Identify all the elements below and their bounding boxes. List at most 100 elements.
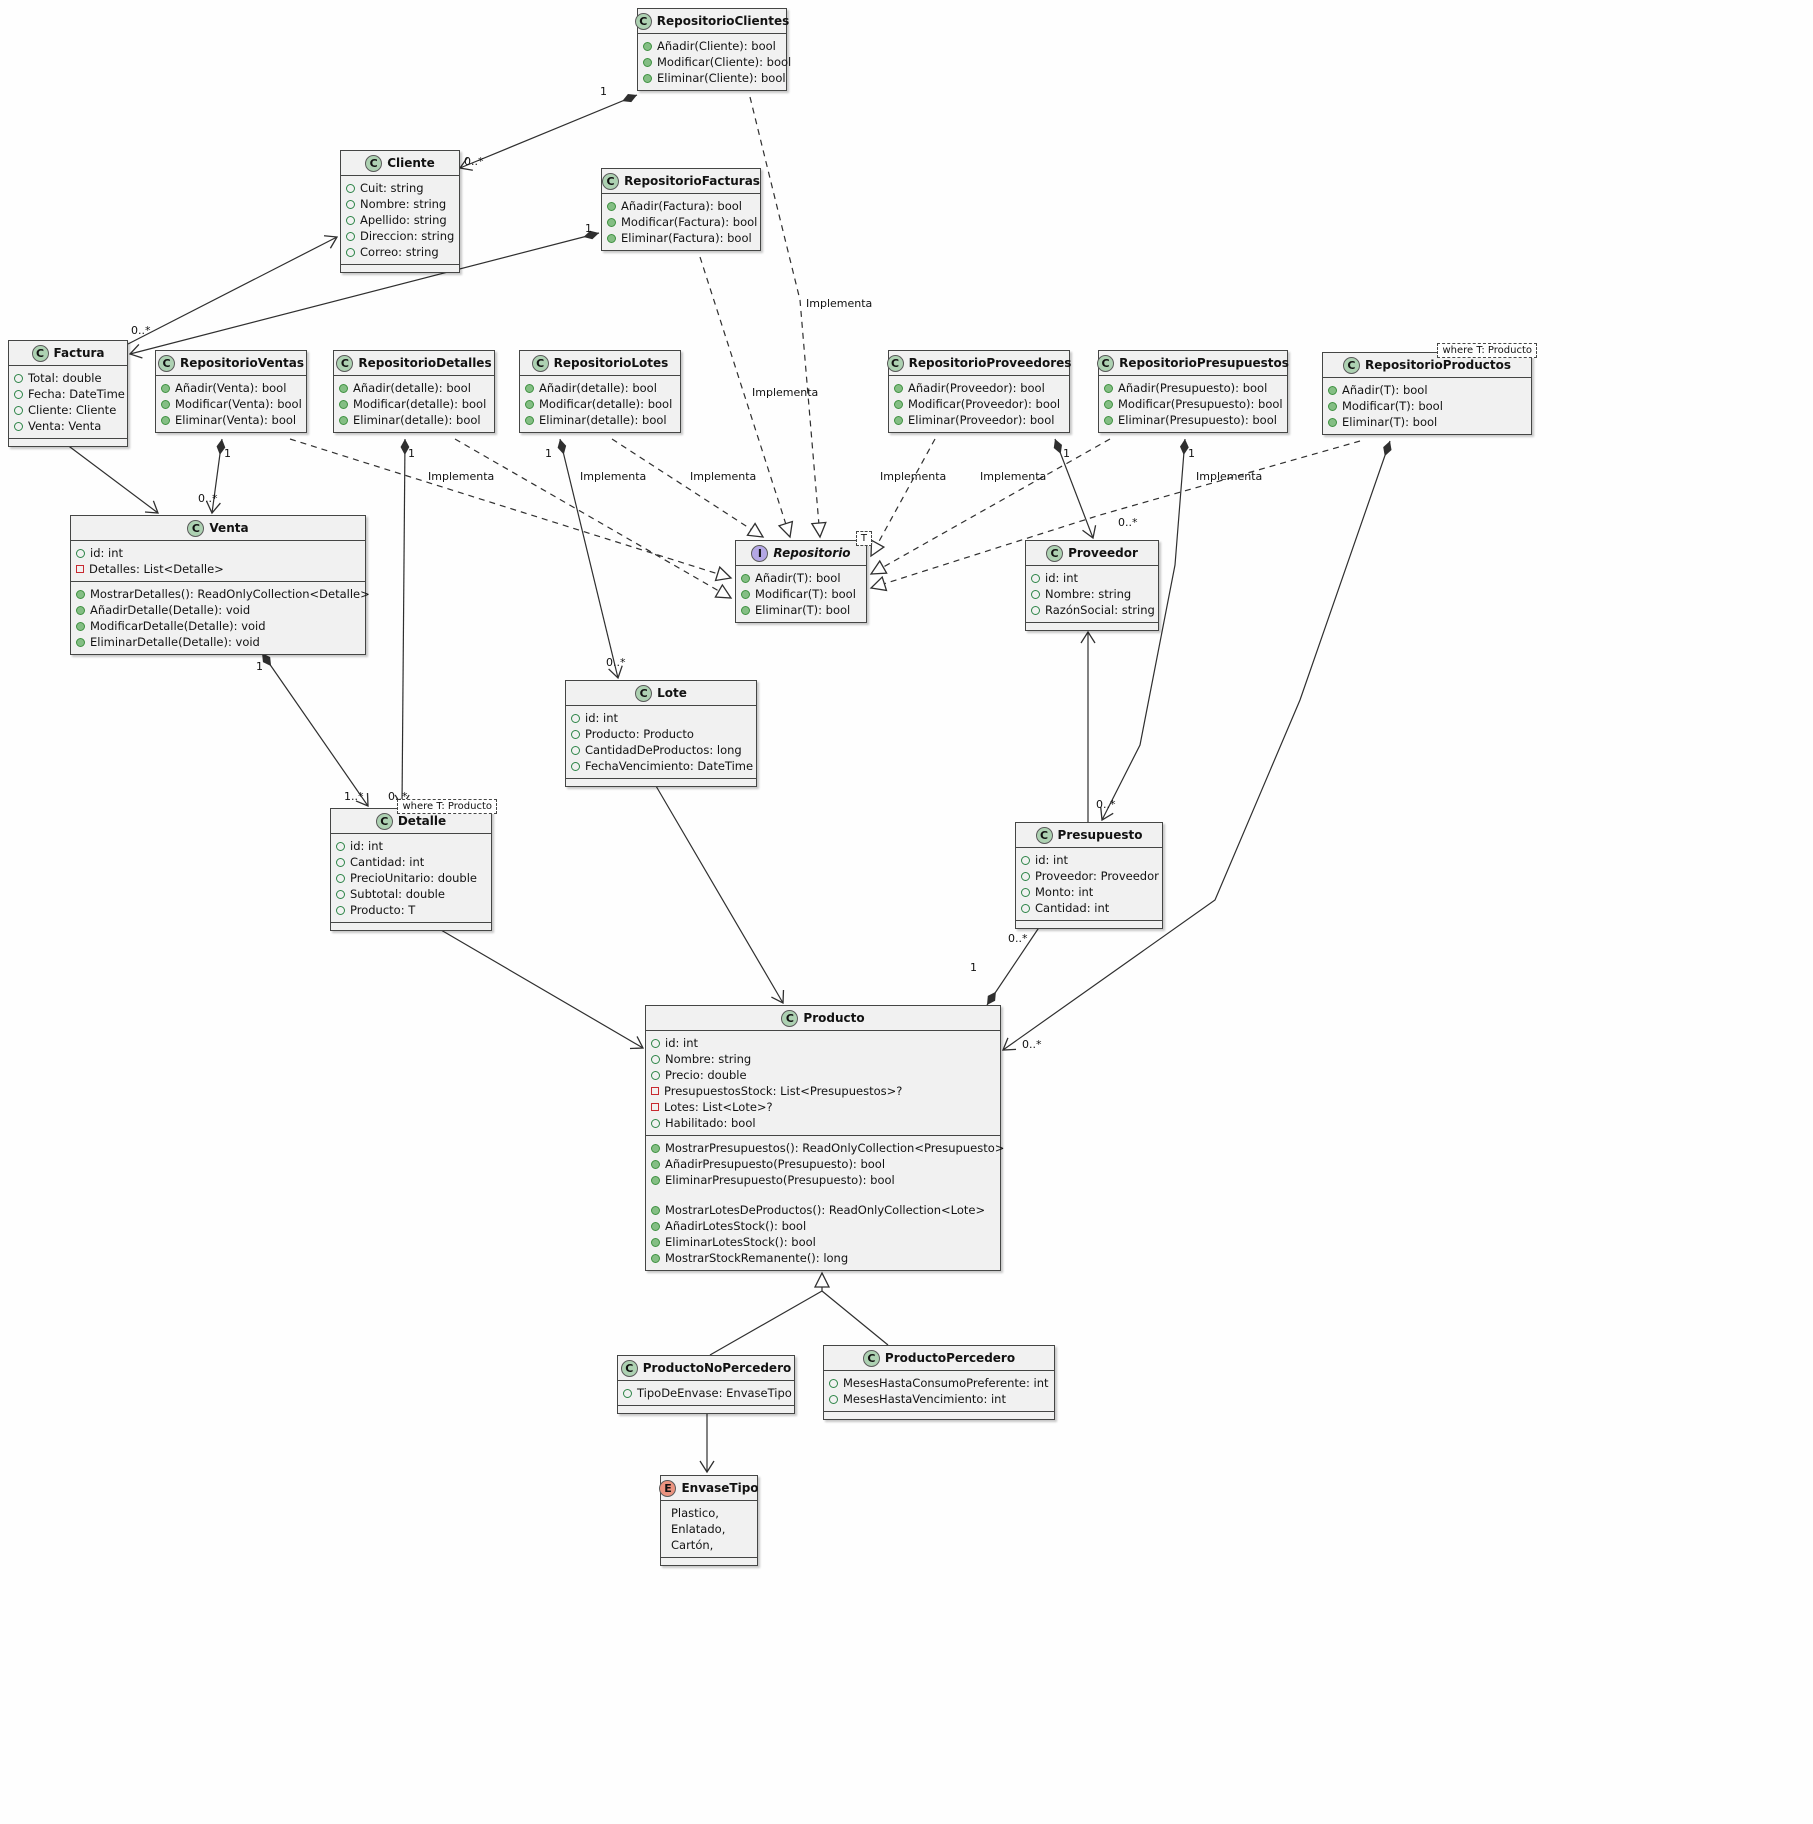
member-row: Detalles: List<Detalle> [76,561,359,577]
class-spot-icon: C [1097,354,1115,372]
member-text: Producto: Producto [585,727,694,741]
private-field-icon [651,1087,659,1095]
member-row: MostrarDetalles(): ReadOnlyCollection<De… [76,586,370,602]
field-icon [336,857,345,867]
class-name: RepositorioFacturas [624,174,760,188]
method-icon [161,383,170,393]
member-text: Nombre: string [665,1052,752,1066]
class-name: RepositorioLotes [553,356,669,370]
member-row: id: int [336,838,485,854]
field-icon [336,841,345,851]
edge-name-label: Implementa [1196,470,1263,483]
member-text: RazónSocial: string [1045,603,1155,617]
member-row: Añadir(T): bool [741,570,860,586]
member-text: Modificar(detalle): bool [539,397,673,411]
edge-venta-detalle [261,652,369,807]
attributes-compartment: TipoDeEnvase: EnvaseTipo [618,1380,794,1405]
member-text: Modificar(T): bool [755,587,856,601]
member-text: Añadir(Proveedor): bool [908,381,1045,395]
member-row: id: int [571,710,750,726]
class-name: RepositorioProveedores [908,356,1072,370]
member-text: AñadirDetalle(Detalle): void [90,603,251,617]
edge-lote-producto [655,785,785,1005]
generic-tag: T [855,531,872,546]
member-row: RazónSocial: string [1031,602,1155,618]
field-icon [571,713,580,723]
field-icon [1031,589,1040,599]
member-text: MostrarDetalles(): ReadOnlyCollection<De… [90,587,370,601]
method-icon [1328,385,1337,395]
method-icon [1328,417,1337,427]
member-row: Venta: Venta [14,418,121,434]
member-text: Añadir(T): bool [755,571,841,585]
method-icon [651,1205,660,1215]
member-text: Nombre: string [360,197,447,211]
class-name: Cliente [387,156,435,170]
member-text: Fecha: DateTime [28,387,125,401]
method-icon [741,589,750,599]
multiplicity-label: 0..* [464,155,484,168]
empty-methods-compartment [661,1557,757,1565]
member-row: Modificar(T): bool [741,586,860,602]
multiplicity-label: 1 [1063,447,1070,460]
multiplicity-label: 1 [256,660,263,673]
edge-name-label: Implementa [690,470,757,483]
method-icon [643,57,652,67]
class-name: Detalle [397,814,447,828]
member-row: PresupuestosStock: List<Presupuestos>? [651,1083,994,1099]
member-row: Eliminar(T): bool [1328,414,1525,430]
member-row: MostrarPresupuestos(): ReadOnlyCollectio… [651,1140,1004,1156]
member-row: Eliminar(Factura): bool [607,230,754,246]
multiplicity-label: 1 [545,447,552,460]
multiplicity-label: 1 [585,222,592,235]
generic-tag: where T: Producto [397,799,497,814]
edge-producto-presupuesto [986,925,1041,1006]
multiplicity-label: 0..* [1118,516,1138,529]
edge-productonopercedero-producto [709,1290,823,1356]
field-icon [14,373,23,383]
member-text: Cartón, [671,1538,714,1552]
member-text: Subtotal: double [350,887,445,901]
class-spot-icon: C [365,154,383,172]
field-icon [346,199,355,209]
member-row: Eliminar(Cliente): bool [643,70,786,86]
method-icon [894,383,903,393]
multiplicity-label: 1 [408,447,415,460]
member-text: Añadir(detalle): bool [539,381,657,395]
member-row: Modificar(Factura): bool [607,214,757,230]
class-spot-icon: C [886,354,904,372]
multiplicity-label: 0..* [1008,932,1028,945]
member-row: AñadirDetalle(Detalle): void [76,602,359,618]
empty-methods-compartment [824,1411,1054,1419]
member-row: FechaVencimiento: DateTime [571,758,753,774]
edge-detalle-producto [440,929,645,1050]
field-icon [623,1388,632,1398]
class-spot-icon: C [1342,356,1360,374]
member-row: Habilitado: bool [651,1115,994,1131]
method-icon [76,637,85,647]
field-icon [1021,903,1030,913]
edge-name-label: Implementa [880,470,947,483]
member-row: Modificar(detalle): bool [339,396,488,412]
attributes-compartment: Plastico,Enlatado,Cartón, [661,1500,757,1557]
method-icon [894,415,903,425]
member-text: Cliente: Cliente [28,403,117,417]
member-text: Lotes: List<Lote>? [664,1100,773,1114]
method-icon [1328,401,1337,411]
field-icon [336,905,345,915]
member-text: Eliminar(T): bool [755,603,851,617]
